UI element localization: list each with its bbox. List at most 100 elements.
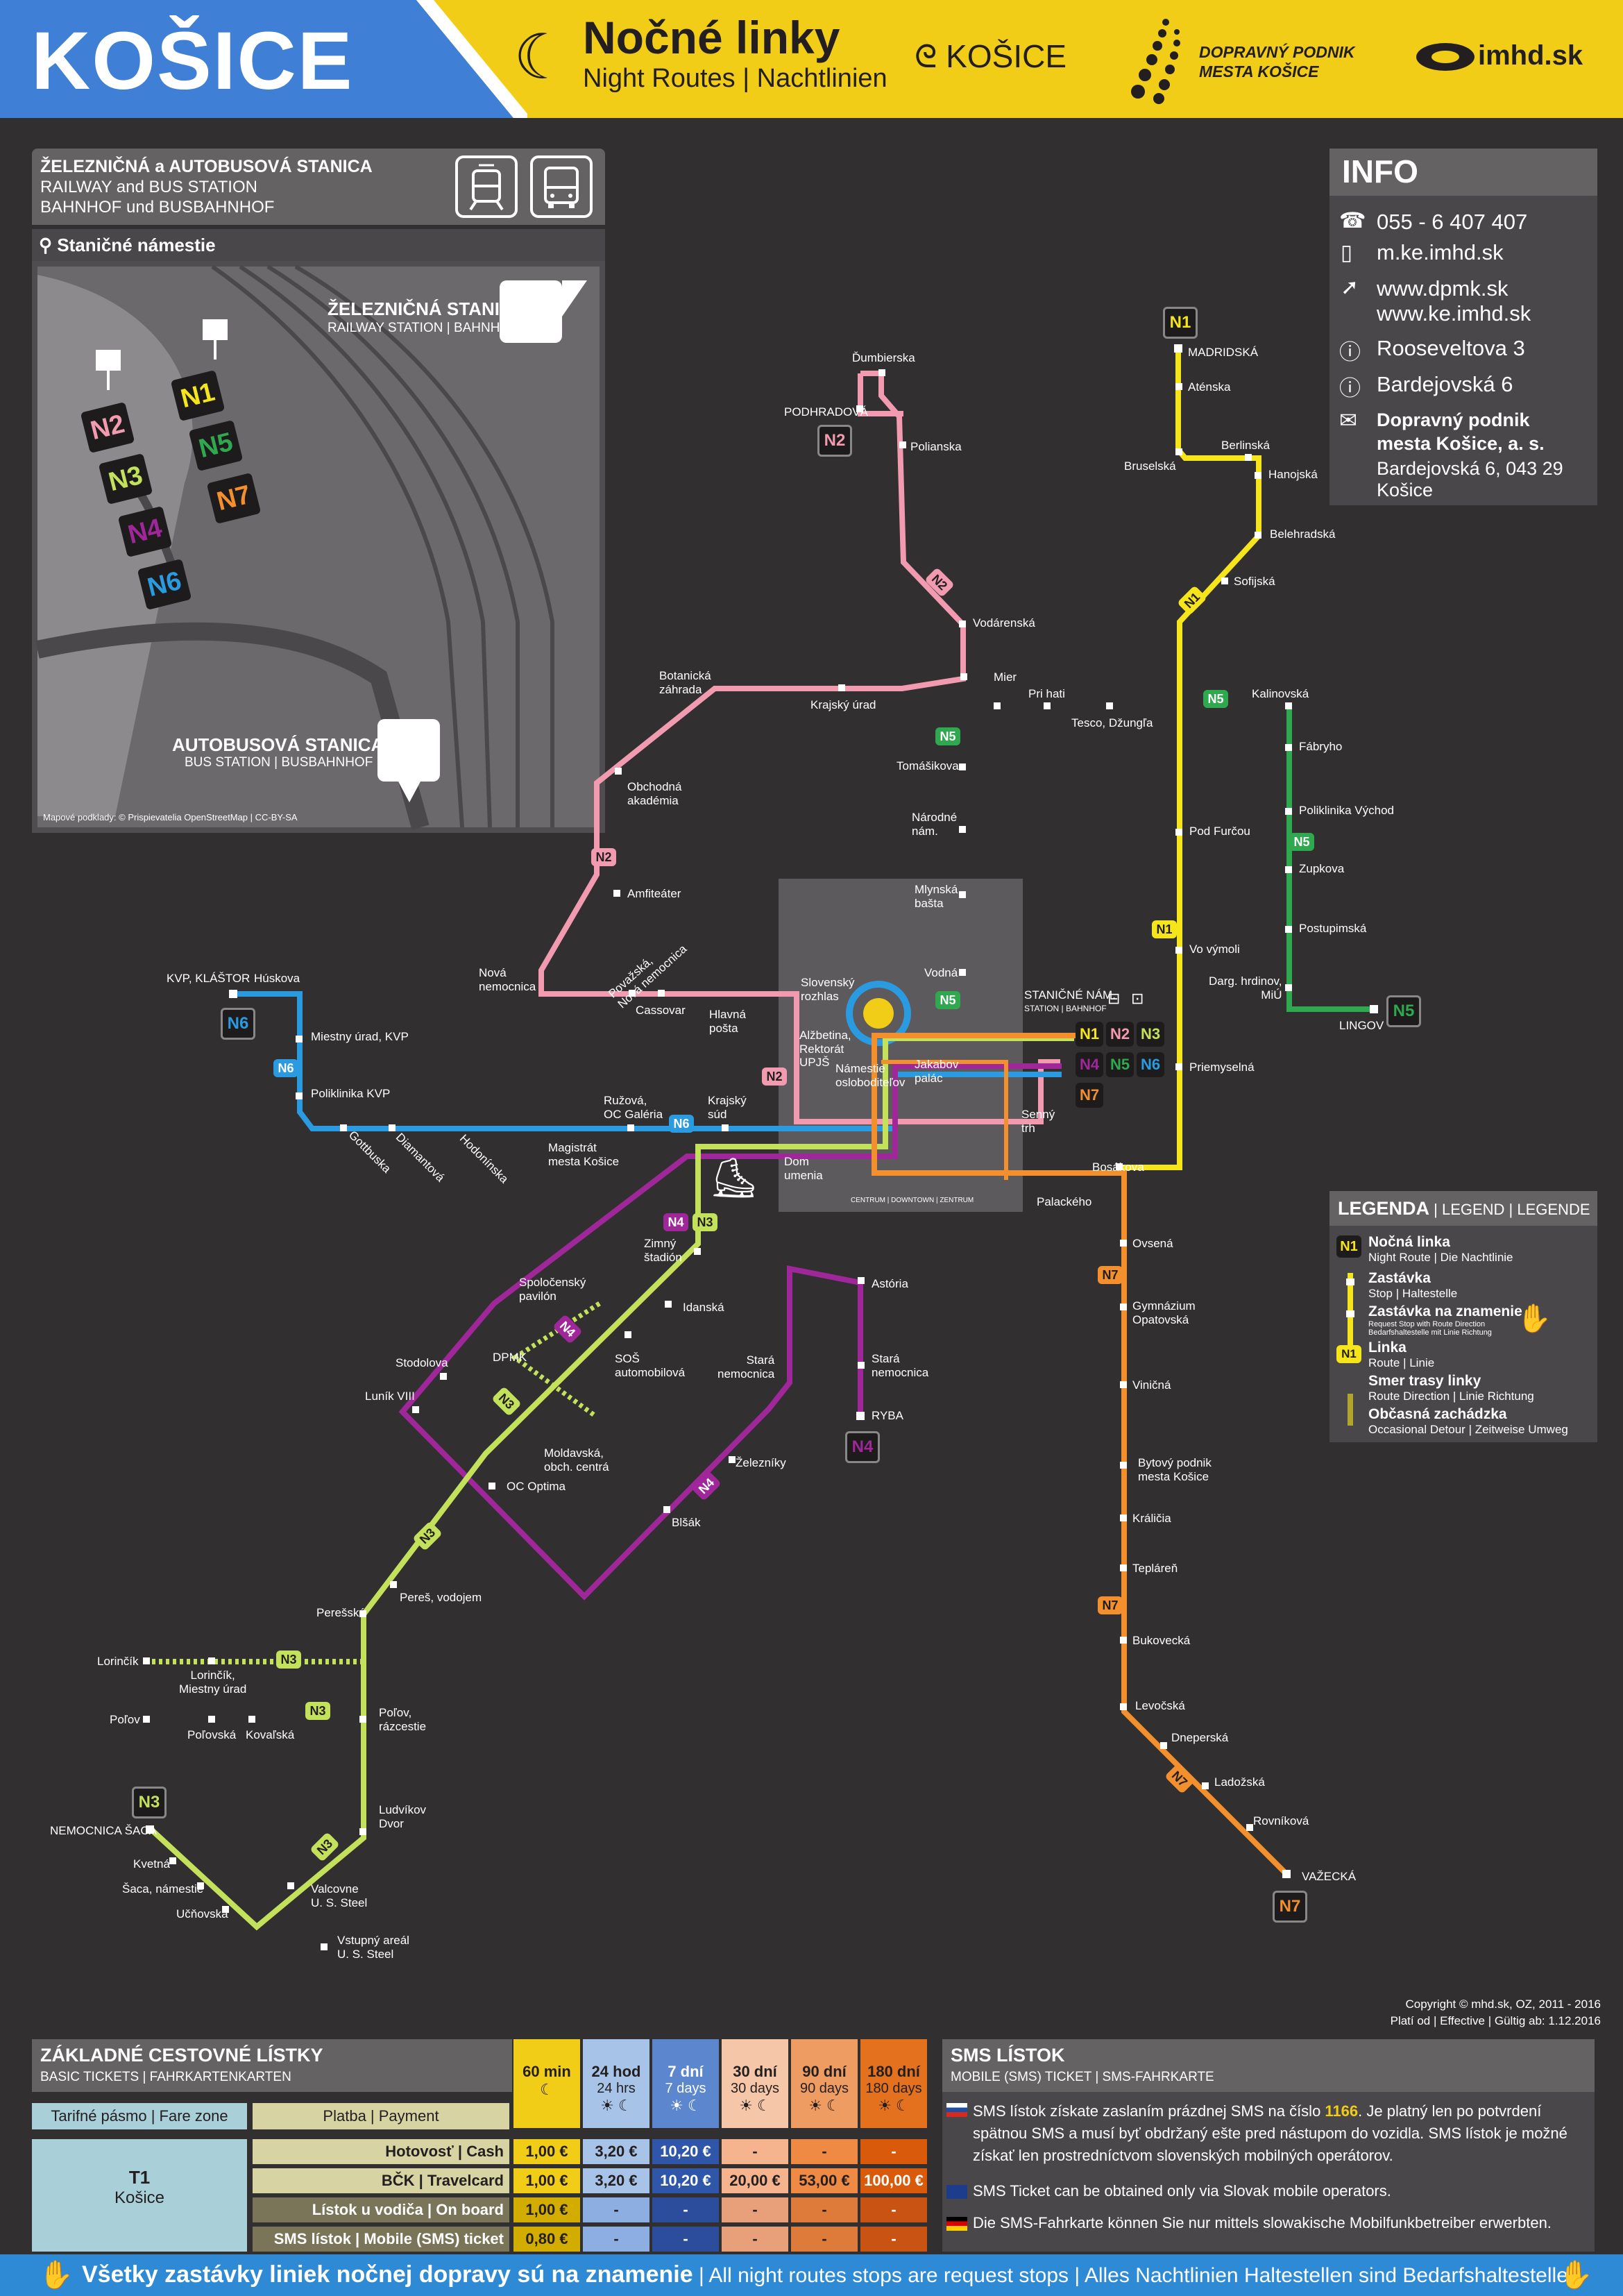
hand-icon: ✋ [1517,1303,1552,1334]
stop-zupkova: Zupkova [1299,862,1345,875]
terminus-badge-n1: N1 [1163,307,1198,339]
stop-atenska: Aténska [1188,380,1231,394]
stop-bytovy: Bytový podnik mesta Košice [1138,1456,1212,1483]
stop-lorincik-mu: Lorinčík, Miestny úrad [179,1669,247,1696]
ticket-col-subtitle: 90 days [799,2081,849,2096]
stop-bukovecka: Bukovecká [1132,1634,1191,1647]
stop-hanojska: Hanojská [1268,468,1318,481]
legend-title: LEGENDA | LEGEND | LEGENDE [1338,1198,1590,1219]
ticket-price: - [791,2197,858,2222]
hockey-icon: ⛸ [709,1156,759,1199]
hub-badge-n2: N2 [1106,1022,1134,1047]
ticket-price: 20,00 € [722,2168,788,2193]
ticket-price: - [652,2227,719,2252]
ticket-col-subtitle: 180 days [865,2081,922,2096]
terminus-badge-n6: N6 [221,1008,255,1040]
stop-kovalska: Kovaľská [246,1728,295,1741]
stop-lingov: LINGOV [1339,1019,1384,1032]
centrum-label: CENTRUM | DOWNTOWN | ZENTRUM [851,1197,974,1204]
hub-badge-n4: N4 [1076,1052,1103,1077]
info-header [1329,149,1597,196]
day-night-icon: ☀ ☾ [808,2097,840,2114]
route-tag-n6-b: N6 [669,1115,694,1133]
sms-text-sk: SMS lístok získate zaslaním prázdnej SMS… [973,2102,1567,2164]
copyright-line1: Copyright © mhd.sk, OZ, 2011 - 2016 [1405,1998,1601,2011]
info-company2: mesta Košice, a. s. [1377,433,1545,454]
stop-hlavna-posta: Hlavná pošta [709,1008,746,1035]
stop-kvetna: Kvetná [133,1857,170,1871]
route-n4 [398,1063,1062,1601]
stop-kalinovska: Kalinovská [1252,687,1309,700]
stop-sos: SOŠ automobilová [615,1352,686,1379]
payment-header: Platba | Payment [253,2103,509,2129]
tickets-subtitle: BASIC TICKETS | FAHRKARTENKARTEN [40,2070,291,2084]
stop-berlinska: Berlinská [1221,439,1270,452]
ticket-col-header: 60 min☾ [513,2039,580,2128]
stop-zeleznicky: Železníky [736,1456,786,1469]
info-mobile: m.ke.imhd.sk [1377,240,1504,264]
square-label: ⚲ Staničné námestie [39,235,216,255]
slovak-flag-icon [946,2103,967,2117]
sms-text-en: SMS Ticket can be obtained only via Slov… [973,2182,1391,2200]
route-tag-n5-c: N5 [1289,833,1314,851]
stop-pod-furcou: Pod Furčou [1189,825,1250,838]
ticket-price: - [722,2139,788,2164]
day-night-icon: ☾ [540,2081,554,2098]
legend-l4s: Route | Linie [1368,1356,1435,1369]
ticket-price: 100,00 € [860,2168,927,2193]
route-tag-n2-c: N2 [762,1067,787,1086]
stop-madridska: MADRIDSKÁ [1188,346,1259,359]
ticket-price: 1,00 € [513,2168,580,2193]
stop-ludvikov: Ludvíkov Dvor [379,1803,427,1830]
stop-polov: Poľov [110,1713,140,1726]
ticket-col-title: 7 dní [668,2063,704,2080]
stop-ucnovska: Učňovská [176,1907,228,1921]
route-tag-n6: N6 [273,1059,298,1077]
legend-badge-n1: N1 [1336,1235,1361,1258]
sms-text-de: Die SMS-Fahrkarte können Sie nur mittels… [973,2214,1552,2231]
hub-name: STANIČNÉ NÁM. [1024,988,1116,1002]
legend-l2s: Stop | Haltestelle [1368,1287,1458,1300]
ticket-payment-label: Lístok u vodiča | On board [253,2197,509,2222]
stop-nemocnica-saca: NEMOCNICA ŠACA [50,1824,157,1837]
day-night-icon: ☀ ☾ [600,2097,632,2114]
stop-bosakova: Bosákova [1092,1160,1144,1174]
info-body [1329,196,1597,505]
german-flag-icon [946,2217,967,2231]
page-subtitle: Night Routes | Nachtlinien [583,64,887,93]
legend-l3s: Request Stop with Route Direction [1368,1320,1486,1328]
station-title-en: RAILWAY and BUS STATION [40,178,257,196]
city-name: KOŠICE [31,15,354,107]
stop-magistrat: Magistrát mesta Košice [548,1141,620,1168]
stop-miestny-urad: Miestny úrad, KVP [311,1030,409,1043]
route-tag-n3: N3 [692,1213,717,1231]
hub-badge-n7: N7 [1076,1083,1103,1108]
kosice-logo: ᘓ KOŠICE [915,38,1067,74]
day-night-icon: ☀ ☾ [739,2097,771,2114]
stop-dneperska: Dneperská [1171,1731,1229,1744]
stop-poliklinika-vychod: Poliklinika Východ [1299,804,1395,817]
stop-sofijska: Sofijská [1234,575,1275,588]
ticket-col-title: 90 dní [802,2063,847,2080]
hub-tram-icon: ⊟ [1107,990,1121,1007]
legend-l5s: Route Direction | Linie Richtung [1368,1390,1534,1403]
hub-badge-n6: N6 [1137,1052,1164,1077]
stop-polov-razc: Poľov, rázcestie [379,1706,427,1733]
legend-l1: Nočná linka [1368,1234,1450,1250]
route-tag-n4: N4 [663,1213,688,1231]
day-night-icon: ☀ ☾ [670,2097,702,2114]
tickets-header [32,2039,512,2092]
fare-zone-header: Tarifné pásmo | Fare zone [32,2103,247,2129]
kosice-logo-icon: ᘓ [915,38,946,74]
hand-icon-left: ✋ [39,2260,74,2290]
stop-mier: Mier [994,670,1017,684]
route-tag-n5: N5 [935,727,960,745]
stop-bruselska: Bruselská [1124,459,1176,473]
ticket-col-title: 180 dní [867,2063,920,2080]
ticket-payment-label: BČK | Travelcard [253,2168,509,2193]
ticket-price: - [860,2139,927,2164]
stop-palackeho: Palackého [1037,1195,1092,1208]
stop-spolocensky: Spoločenský pavilón [519,1276,586,1303]
